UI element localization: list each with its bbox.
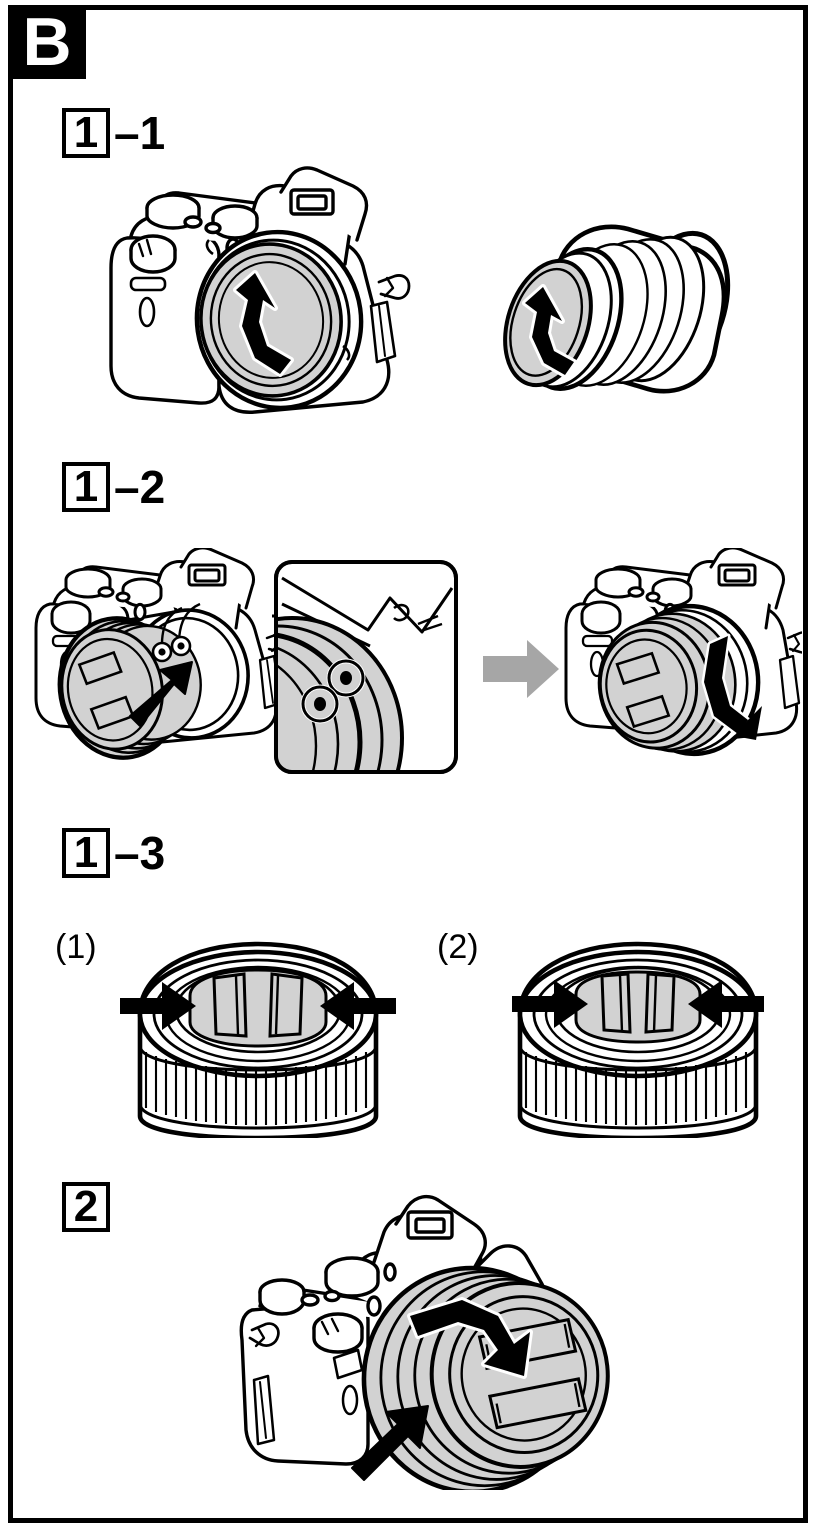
step-suffix: –1 — [114, 107, 166, 159]
figure-camera-lens-release — [222, 1180, 622, 1490]
sub-label-2: (2) — [437, 928, 479, 966]
index-mark-dots — [151, 635, 192, 663]
section-badge: B — [8, 5, 86, 79]
rotation-arrow-cw — [701, 633, 762, 740]
right-arrow-icon — [483, 640, 559, 698]
figure-camera-lens-align — [22, 548, 322, 788]
rotation-arrow-ccw — [233, 270, 294, 377]
figure-camera-with-body-cap — [95, 160, 435, 420]
step-number-box: 1 — [62, 828, 110, 878]
figure-lens-with-rear-cap — [470, 215, 750, 425]
rotation-arrow-ccw-lens — [522, 284, 577, 378]
index-mark-dots-magnified — [300, 658, 366, 724]
step-number-box: 2 — [62, 1182, 110, 1232]
step-suffix: –3 — [114, 827, 166, 879]
figure-camera-lens-mounted — [552, 548, 802, 788]
push-arrow — [129, 661, 193, 727]
pinch-arrows — [120, 982, 396, 1030]
rotation-arrow-ccw-release — [407, 1297, 533, 1379]
step-suffix: –2 — [114, 461, 166, 513]
figure-index-mark-inset — [272, 558, 462, 778]
step-label-1-1: 1 –1 — [62, 108, 165, 158]
figure-lens-cap-pinch-narrow — [498, 918, 778, 1138]
figure-transition-arrow — [483, 634, 563, 704]
step-number-box: 1 — [62, 462, 110, 512]
figure-lens-cap-pinch-wide — [118, 918, 398, 1138]
step-label-1-2: 1 –2 — [62, 462, 165, 512]
sub-label-1: (1) — [55, 928, 97, 966]
step-label-2: 2 — [62, 1182, 114, 1232]
step-number-box: 1 — [62, 108, 110, 158]
press-button-arrow — [351, 1405, 429, 1481]
page-border — [8, 5, 808, 1523]
step-label-1-3: 1 –3 — [62, 828, 165, 878]
pinch-arrows — [512, 980, 764, 1028]
